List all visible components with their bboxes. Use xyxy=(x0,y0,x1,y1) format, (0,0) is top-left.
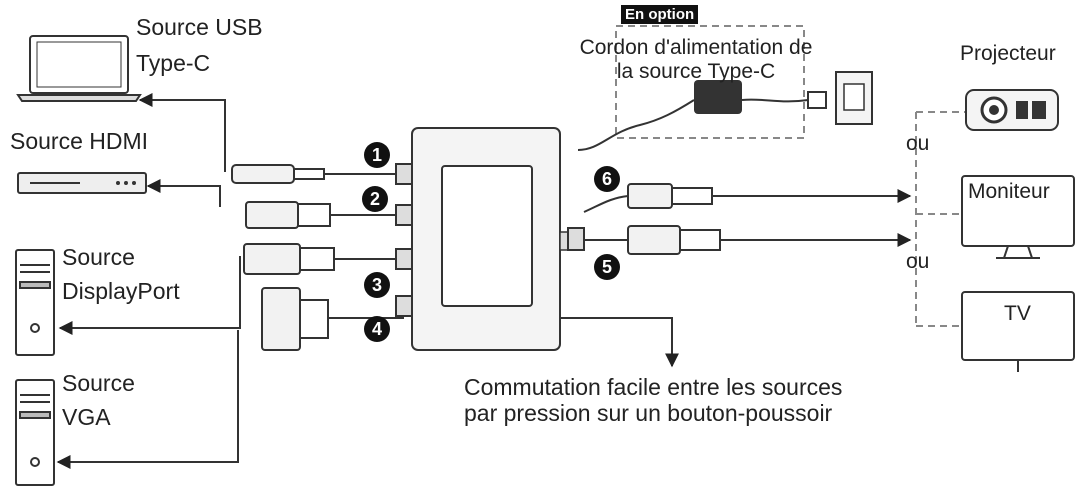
or-label-1: ou xyxy=(906,132,930,155)
usb-c-source-label: Source USB Type-C xyxy=(136,14,263,77)
power-adapter-icon xyxy=(577,80,827,151)
tv-icon xyxy=(961,291,1075,372)
displayport-label-line2: DisplayPort xyxy=(62,278,180,305)
or-label-2: ou xyxy=(906,250,930,273)
usb-c-label-line1: Source USB xyxy=(136,14,263,40)
power-cord-label: Cordon d'alimentation de la source Type-… xyxy=(536,36,856,84)
output-cables xyxy=(567,183,912,255)
source-cables xyxy=(56,93,241,469)
switch-note-line1: Commutation facile entre les sources xyxy=(464,374,843,400)
hdmi-player-icon xyxy=(17,172,147,194)
power-cord-line2: la source Type-C xyxy=(616,60,776,84)
port-number-2: 2 xyxy=(362,186,388,212)
power-cord-line1: Cordon d'alimentation de xyxy=(579,36,813,59)
switch-note-line2: par pression sur un bouton-poussoir xyxy=(464,400,833,427)
port-number-6: 6 xyxy=(594,166,620,192)
hdmi-connector xyxy=(245,201,404,229)
monitor-icon xyxy=(961,175,1075,259)
wall-outlet-icon xyxy=(835,71,873,125)
display-bus xyxy=(915,111,966,327)
input-ports xyxy=(395,163,413,317)
vga-label-line1: Source xyxy=(62,370,135,396)
port-number-1: 1 xyxy=(364,142,390,168)
hdmi-source-label: Source HDMI xyxy=(10,128,149,154)
pc-tower-icon xyxy=(15,379,55,486)
displayport-label-line1: Source xyxy=(62,244,135,270)
vga-source-label: Source VGA xyxy=(62,370,135,431)
projector-icon xyxy=(965,89,1059,131)
vga-label-line2: VGA xyxy=(62,404,111,431)
vga-connector xyxy=(261,287,404,351)
laptop-icon xyxy=(16,35,142,102)
optional-badge: En option xyxy=(621,5,699,24)
projector-label: Projecteur xyxy=(960,42,1056,65)
optional-power-frame xyxy=(615,25,805,139)
pc-tower-icon xyxy=(15,249,55,356)
port-number-3: 3 xyxy=(364,272,390,298)
switch-box-icon xyxy=(411,127,569,351)
displayport-connector xyxy=(243,243,404,275)
tv-label: TV xyxy=(1004,302,1031,325)
port-number-5: 5 xyxy=(594,254,620,280)
monitor-label: Moniteur xyxy=(968,180,1050,203)
usb-c-connector xyxy=(231,164,404,184)
port-number-4: 4 xyxy=(364,316,390,342)
push-button-arrow xyxy=(560,317,679,368)
usb-c-label-line2: Type-C xyxy=(136,50,211,77)
displayport-source-label: Source DisplayPort xyxy=(62,244,180,305)
switch-note-label: Commutation facile entre les sources par… xyxy=(464,374,842,427)
